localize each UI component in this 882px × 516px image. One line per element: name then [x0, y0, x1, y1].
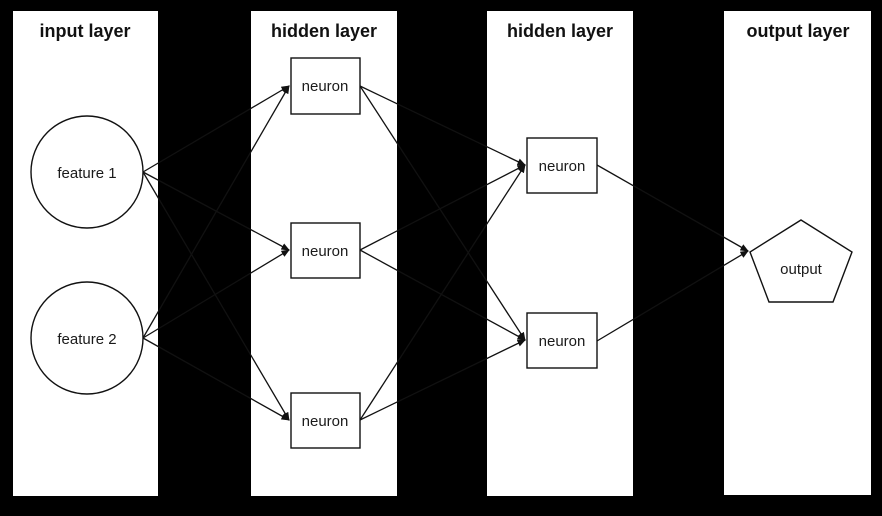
edge-feature1-h1n3	[142, 171, 290, 421]
title-input-layer: input layer	[39, 21, 130, 41]
label-hidden2-neuron2: neuron	[539, 333, 586, 350]
label-hidden1-neuron2: neuron	[302, 243, 349, 260]
edge-h1n1-h2n1	[359, 85, 526, 166]
edge-h1n3-h2n1	[359, 164, 526, 421]
label-hidden1-neuron1: neuron	[302, 78, 349, 95]
node-hidden1-neuron2	[290, 222, 361, 279]
node-feature-2	[30, 281, 144, 395]
edge-feature2-h1n3	[142, 337, 290, 421]
label-hidden2-neuron1: neuron	[539, 158, 586, 175]
edge-h1n2-h2n1	[359, 164, 526, 251]
node-feature-1	[30, 115, 144, 229]
node-hidden1-neuron1	[290, 57, 361, 115]
edge-group	[142, 85, 749, 421]
node-hidden2-neuron1	[526, 137, 598, 194]
label-feature-2: feature 2	[57, 331, 116, 348]
edge-h2n1-output	[596, 164, 749, 252]
panel-input-layer	[13, 11, 158, 496]
title-hidden-layer-1: hidden layer	[271, 21, 377, 41]
edge-feature1-h1n1	[142, 85, 290, 173]
edge-h1n1-h2n2	[359, 85, 526, 341]
node-hidden2-neuron2	[526, 312, 598, 369]
title-hidden-layer-2: hidden layer	[507, 21, 613, 41]
node-output	[749, 219, 853, 303]
title-output-layer: output layer	[746, 21, 849, 41]
label-feature-1: feature 1	[57, 165, 116, 182]
edge-feature2-h1n1	[142, 85, 290, 339]
edge-feature2-h1n2	[142, 249, 290, 339]
panel-hidden-layer-2	[487, 11, 633, 496]
label-hidden1-neuron3: neuron	[302, 413, 349, 430]
node-hidden1-neuron3	[290, 392, 361, 449]
edge-h2n2-output	[596, 250, 749, 342]
edge-h1n3-h2n2	[359, 339, 526, 421]
edge-h1n2-h2n2	[359, 249, 526, 341]
label-output: output	[780, 261, 823, 278]
